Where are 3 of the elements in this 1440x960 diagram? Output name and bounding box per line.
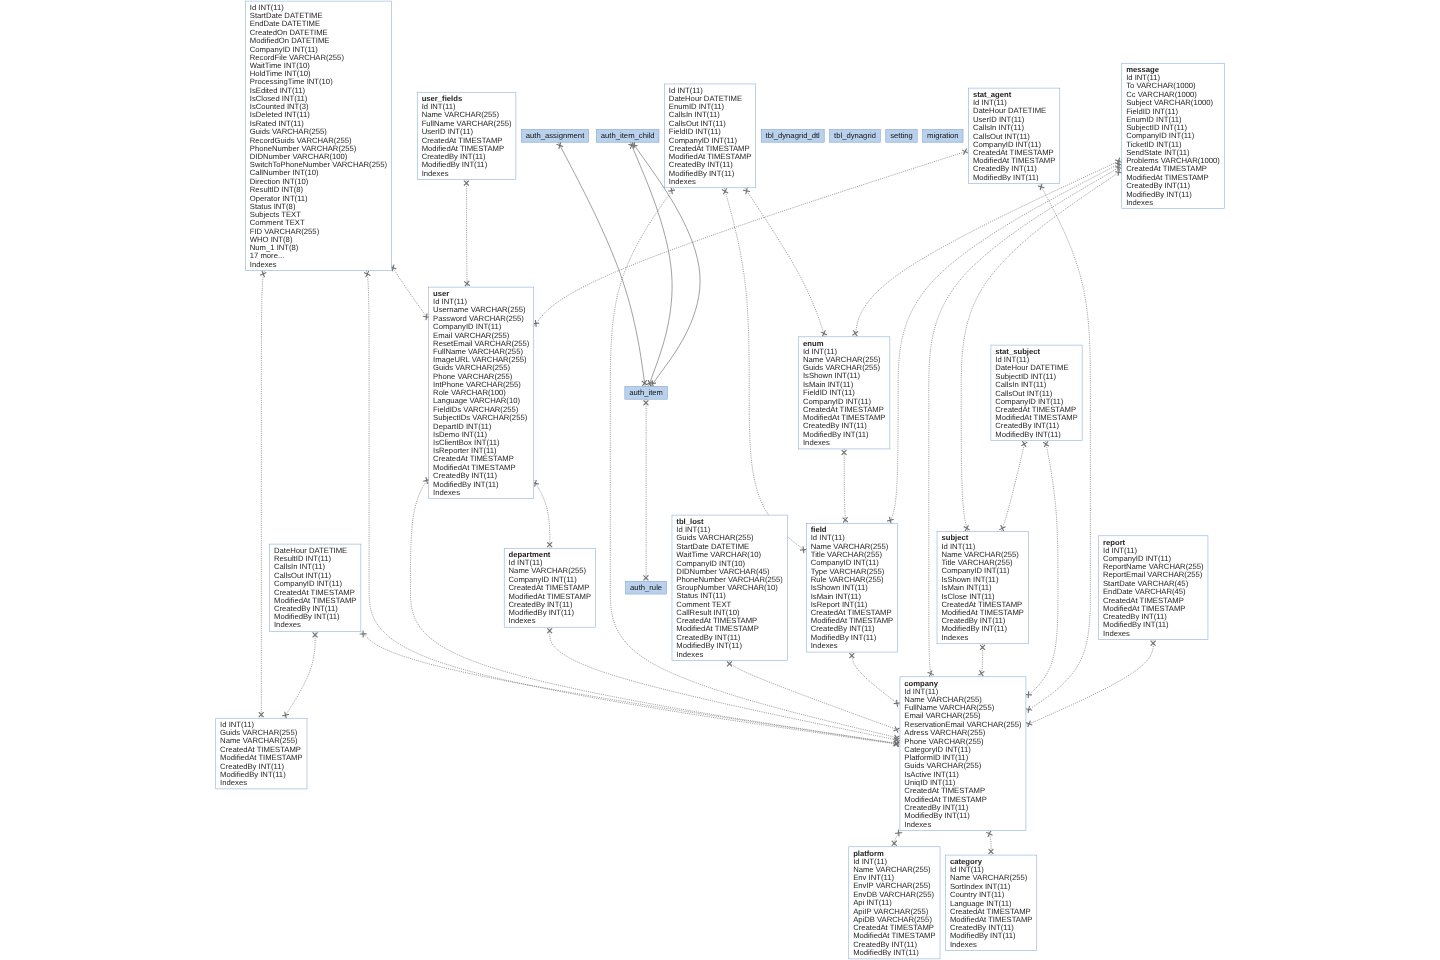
connector <box>985 830 994 856</box>
connector <box>891 829 903 848</box>
connector <box>977 643 986 678</box>
